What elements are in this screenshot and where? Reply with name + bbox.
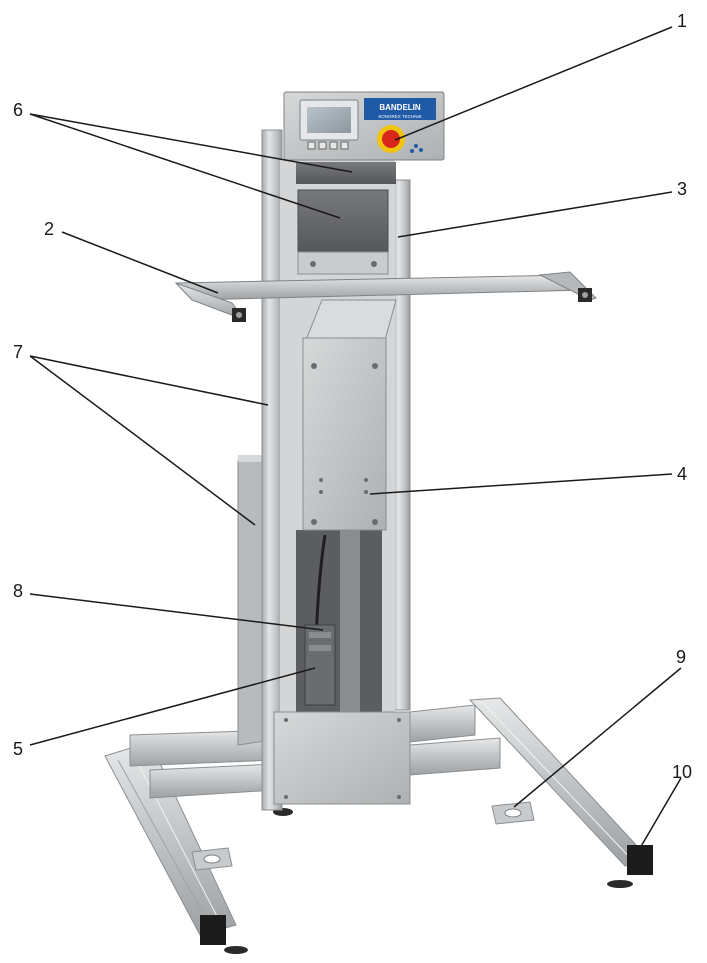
mounting-bracket-right	[491, 801, 535, 825]
callout-3: 3	[677, 179, 687, 199]
brand-subline: SONOREX TECHNIK	[378, 114, 421, 119]
cable-and-motor	[304, 534, 336, 706]
leader-9	[513, 667, 682, 808]
protective-panel	[297, 189, 389, 275]
callout-1: 1	[677, 11, 687, 31]
base-frame	[104, 697, 653, 954]
callout-leaders	[29, 26, 682, 856]
carriage-plate	[302, 299, 397, 531]
callout-7: 7	[13, 342, 23, 362]
holding-frame	[174, 271, 597, 322]
brand-plate	[364, 98, 436, 120]
motor	[304, 624, 336, 706]
emergency-stop-button	[377, 125, 405, 153]
callout-9: 9	[676, 647, 686, 667]
mounting-bracket-left	[191, 847, 233, 871]
leader-6b	[29, 113, 341, 219]
callout-numbers: 1 2 3 4 5 6 7 8 9 10	[13, 11, 692, 782]
leader-1	[394, 26, 673, 141]
front-left-end-cap	[200, 915, 226, 945]
callout-6: 6	[13, 100, 23, 120]
leader-8	[29, 593, 324, 631]
brand-logo-icon	[410, 144, 423, 153]
callout-4: 4	[677, 464, 687, 484]
callout-2: 2	[44, 219, 54, 239]
leader-3	[397, 191, 673, 238]
levelling-foot-front-right	[607, 880, 633, 888]
control-unit: BANDELIN SONOREX TECHNIK	[283, 91, 445, 184]
front-cover	[273, 711, 411, 805]
levelling-foot-front-left	[224, 946, 248, 954]
leader-4	[369, 473, 673, 495]
leader-7a	[29, 355, 269, 406]
front-right-end-cap	[627, 845, 653, 875]
leader-10	[635, 777, 682, 856]
callout-10: 10	[672, 762, 692, 782]
brand-name: BANDELIN	[379, 103, 421, 112]
callout-5: 5	[13, 739, 23, 759]
leader-5	[29, 667, 316, 746]
leader-6a	[29, 113, 353, 173]
callout-8: 8	[13, 581, 23, 601]
control-keypad	[307, 141, 349, 150]
leader-7b	[29, 355, 256, 526]
leader-2	[61, 231, 219, 294]
